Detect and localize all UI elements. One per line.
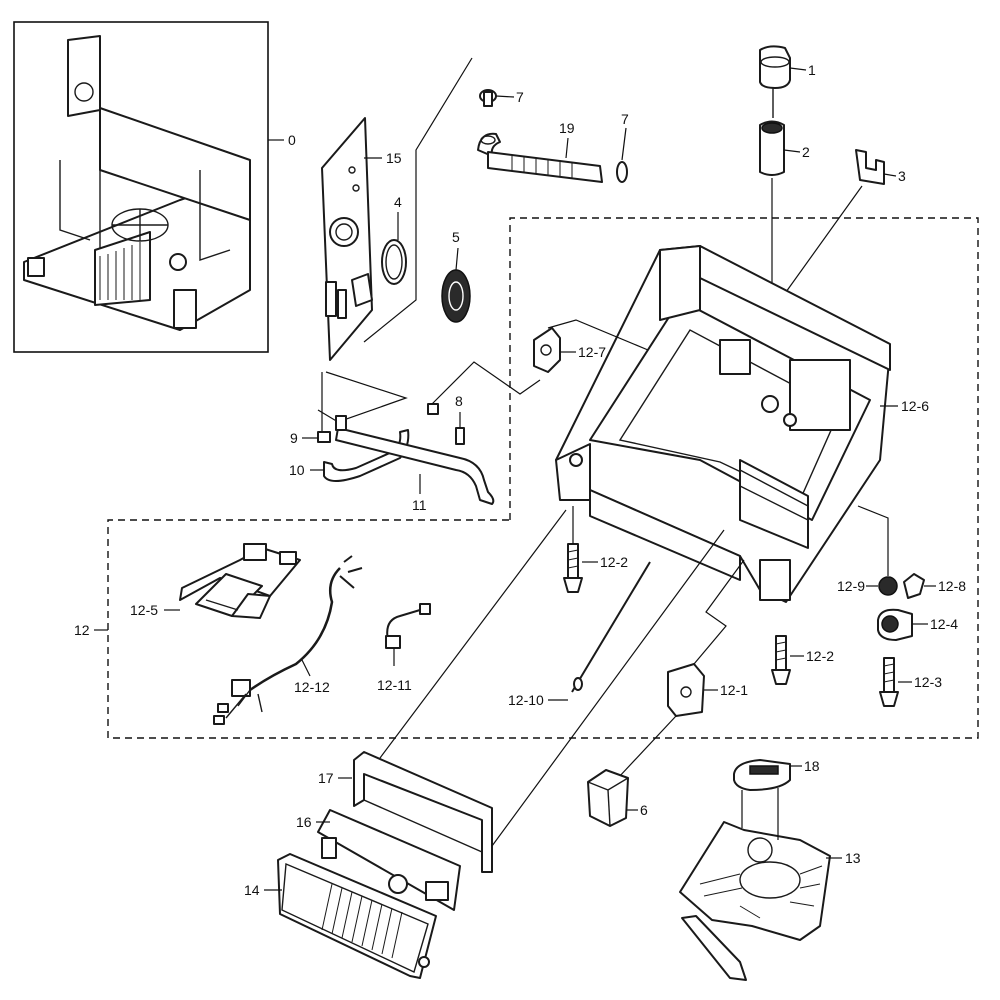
part-19-hose: 19 — [477, 120, 603, 183]
part-2: 2 — [759, 88, 810, 450]
callout-2: 2 — [802, 144, 810, 160]
callout-12-10: 12-10 — [508, 692, 544, 708]
group-12-label: 12 — [74, 622, 108, 638]
callout-12-12: 12-12 — [294, 679, 330, 695]
callout-4: 4 — [394, 194, 402, 210]
callout-18: 18 — [804, 758, 820, 774]
part-12-2-screw-right: 12-2 — [771, 635, 834, 685]
callout-12-4: 12-4 — [930, 616, 958, 632]
part-12-1-bracket: 12-1 — [617, 559, 748, 779]
callout-7-right: 7 — [621, 111, 629, 127]
callout-12-8: 12-8 — [938, 578, 966, 594]
part-12-6-base-frame: 12-6 — [555, 245, 929, 603]
part-16-pcb: 16 — [296, 809, 461, 911]
part-9: 9 — [290, 371, 408, 446]
callout-6: 6 — [640, 802, 648, 818]
part-4-oring: 4 — [381, 194, 407, 285]
callout-14: 14 — [244, 882, 260, 898]
callout-11: 11 — [412, 497, 427, 513]
callout-12-9: 12-9 — [837, 578, 865, 594]
callout-19: 19 — [559, 120, 575, 136]
callout-7-top: 7 — [516, 89, 524, 105]
callout-12-7: 12-7 — [578, 344, 606, 360]
callout-8: 8 — [455, 393, 463, 409]
callout-16: 16 — [296, 814, 312, 830]
part-12-7-valve: 12-7 — [533, 319, 649, 373]
part-1: 1 — [759, 45, 816, 89]
part-14-front-panel: 14 — [244, 853, 437, 979]
part-7-top: 7 — [479, 89, 524, 107]
part-12-4: 12-4 — [877, 608, 958, 641]
callout-9: 9 — [290, 430, 298, 446]
callout-12-11: 12-11 — [377, 677, 412, 693]
leader-7-assembly — [363, 57, 473, 343]
assembled-view-inset: 0 — [13, 21, 296, 353]
part-12-5: 12-5 — [130, 543, 301, 619]
callout-12-3: 12-3 — [914, 674, 942, 690]
callout-1: 1 — [808, 62, 816, 78]
part-8: 8 — [427, 361, 541, 445]
callout-0: 0 — [288, 132, 296, 148]
callout-5: 5 — [452, 229, 460, 245]
assembled-view-frame — [13, 21, 269, 353]
callout-10: 10 — [289, 462, 305, 478]
part-12-8: 12-8 — [903, 573, 966, 599]
part-7-right: 7 — [616, 111, 629, 183]
callout-12-6: 12-6 — [901, 398, 929, 414]
part-13-tray: 13 — [679, 821, 861, 981]
part-10: 10 — [289, 429, 410, 482]
part-12-12-harness: 12-12 — [213, 555, 363, 725]
assembled-base-drawing — [23, 35, 251, 331]
callout-15: 15 — [386, 150, 402, 166]
part-6-block: 6 — [587, 769, 648, 827]
part-12-3-screw: 12-3 — [879, 657, 942, 707]
part-15-plate: 15 — [321, 117, 402, 361]
part-18: 18 — [733, 758, 820, 840]
callout-12-1: 12-1 — [720, 682, 748, 698]
part-17-frame: 17 — [318, 509, 725, 873]
part-12-10-rod: 12-10 — [508, 561, 651, 708]
callout-12-2-left: 12-2 — [600, 554, 628, 570]
part-12-11: 12-11 — [377, 603, 431, 693]
callout-12-2-right: 12-2 — [806, 648, 834, 664]
callout-17: 17 — [318, 770, 334, 786]
group-12-dashed-boundary — [107, 217, 979, 739]
part-12-9: 12-9 — [837, 505, 898, 596]
part-12-2-screw-left: 12-2 — [563, 506, 628, 593]
part-3: 3 — [785, 149, 906, 293]
part-5-disc: 5 — [441, 229, 471, 323]
callout-12-5: 12-5 — [130, 602, 158, 618]
callout-3: 3 — [898, 168, 906, 184]
callout-13: 13 — [845, 850, 861, 866]
part-11: 11 — [335, 415, 495, 513]
callout-12: 12 — [74, 622, 90, 638]
